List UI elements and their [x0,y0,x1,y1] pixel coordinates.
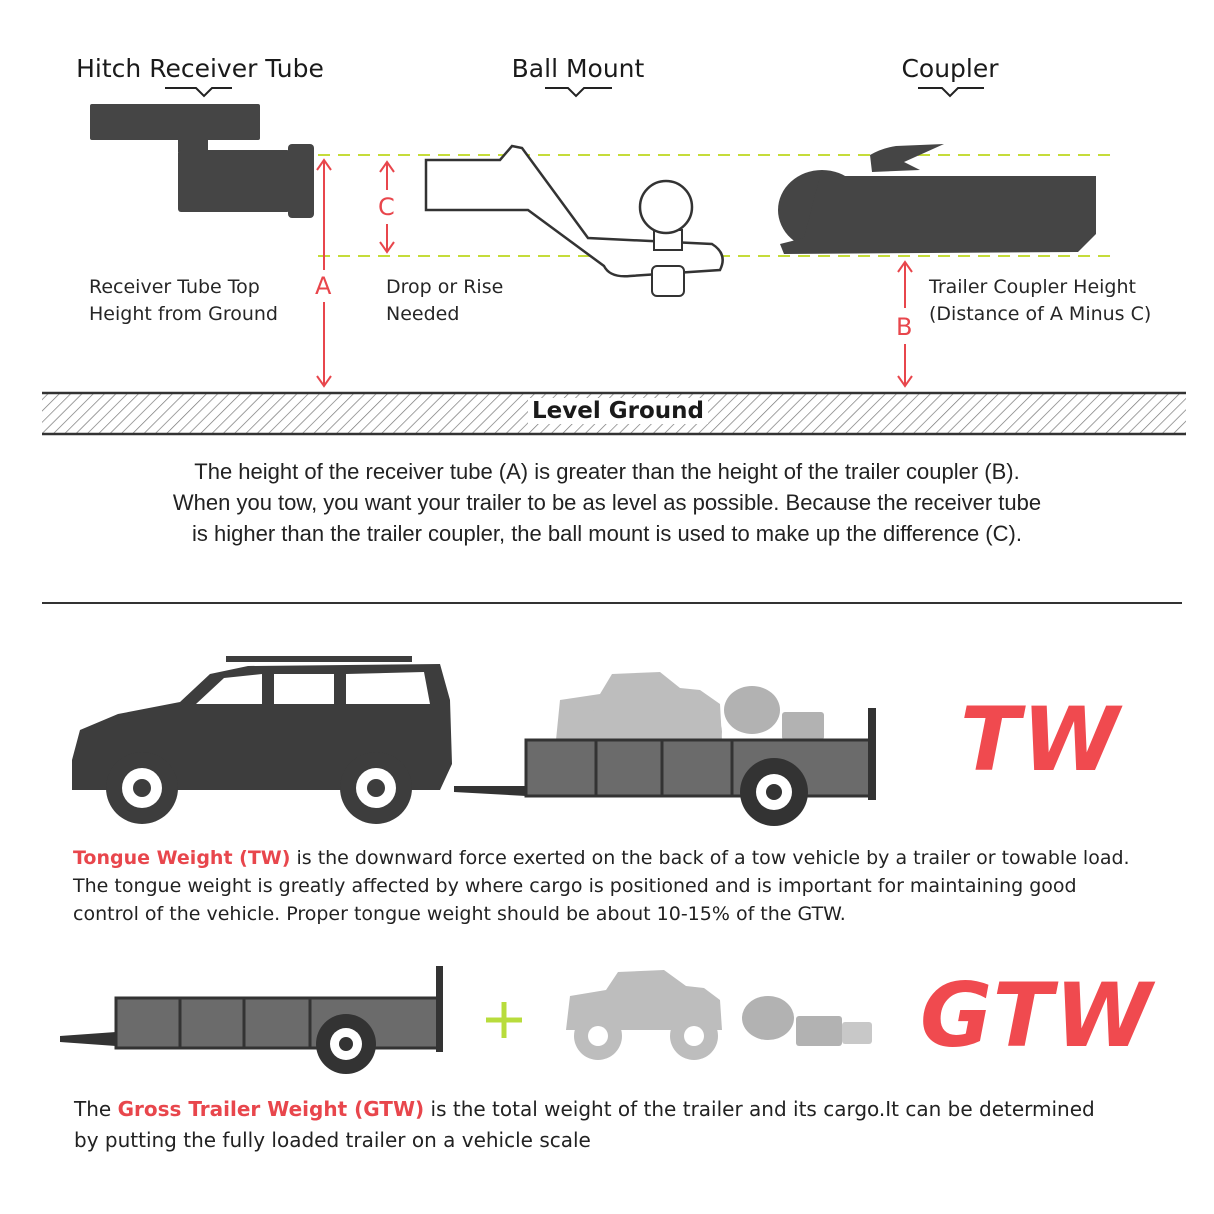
tw-line3: control of the vehicle. Proper tongue we… [73,903,846,925]
gtw-line1-prefix: The [74,1097,118,1121]
explanation-line3: is higher than the trailer coupler, the … [192,521,1022,546]
arrow-c-icon [379,160,395,254]
explanation-text: The height of the receiver tube (A) is g… [0,456,1214,549]
plus-icon [486,1002,522,1038]
gtw-line1-rest: is the total weight of the trailer and i… [424,1097,1095,1121]
coupler-caption-line1: Trailer Coupler Height [929,276,1136,298]
hitch-receiver-tube-label: Hitch Receiver Tube [76,54,324,83]
coupler-caption-line2: (Distance of A Minus C) [929,303,1152,325]
letter-a: A [315,272,332,300]
arrow-a-icon [316,158,332,388]
gtw-line1: The Gross Trailer Weight (GTW) is the to… [74,1094,1095,1125]
gtw-illustration [60,966,872,1074]
explanation-line2: When you tow, you want your trailer to b… [172,490,1042,515]
coupler-icon [778,144,1096,254]
letter-b: B [896,313,913,341]
explanation-line1: The height of the receiver tube (A) is g… [194,459,1020,484]
coupler-label-brace [918,87,984,98]
drop-caption-line1: Drop or Rise [386,276,504,298]
drop-caption: Drop or Rise Needed [386,274,503,328]
ball-mount-icon [424,144,724,297]
tw-description: Tongue Weight (TW) is the downward force… [73,844,1130,928]
coupler-caption: Trailer Coupler Height (Distance of A Mi… [929,274,1151,328]
section-divider [42,602,1182,604]
arrow-b-icon [897,260,913,388]
ball-mount-label: Ball Mount [511,54,645,83]
tw-line1: Tongue Weight (TW) is the downward force… [73,844,1130,872]
loaded-trailer-icon [454,708,876,826]
receiver-caption: Receiver Tube Top Height from Ground [89,274,278,328]
receiver-caption-line1: Receiver Tube Top [89,276,260,298]
grill-cargo-icon [742,996,872,1046]
receiver-tube-icon [90,104,314,218]
gtw-big-label: GTW [920,964,1154,1067]
gtw-description: The Gross Trailer Weight (GTW) is the to… [74,1094,1095,1156]
receiver-caption-line2: Height from Ground [89,303,278,325]
tw-line2: The tongue weight is greatly affected by… [73,875,1077,897]
tow-vehicle-trailer-illustration [72,656,876,826]
gtw-term: Gross Trailer Weight (GTW) [117,1097,425,1121]
drop-caption-line2: Needed [386,303,460,325]
level-ground-label: Level Ground [528,398,708,424]
cargo-grill-icon [724,686,824,740]
tw-term: Tongue Weight (TW) [73,847,291,869]
coupler-label: Coupler [901,54,999,83]
ball-mount-label-brace [545,87,612,98]
letter-c: C [378,193,395,221]
tow-vehicle-icon [72,656,452,824]
tw-big-label: TW [960,688,1122,791]
tw-line1-rest: is the downward force exerted on the bac… [290,847,1130,869]
gtw-line2: by putting the fully loaded trailer on a… [74,1128,591,1152]
hitch-label-brace [165,87,232,98]
hitch-height-diagram [42,87,1186,436]
empty-trailer-icon [60,966,443,1074]
atv-icon [566,970,722,1060]
